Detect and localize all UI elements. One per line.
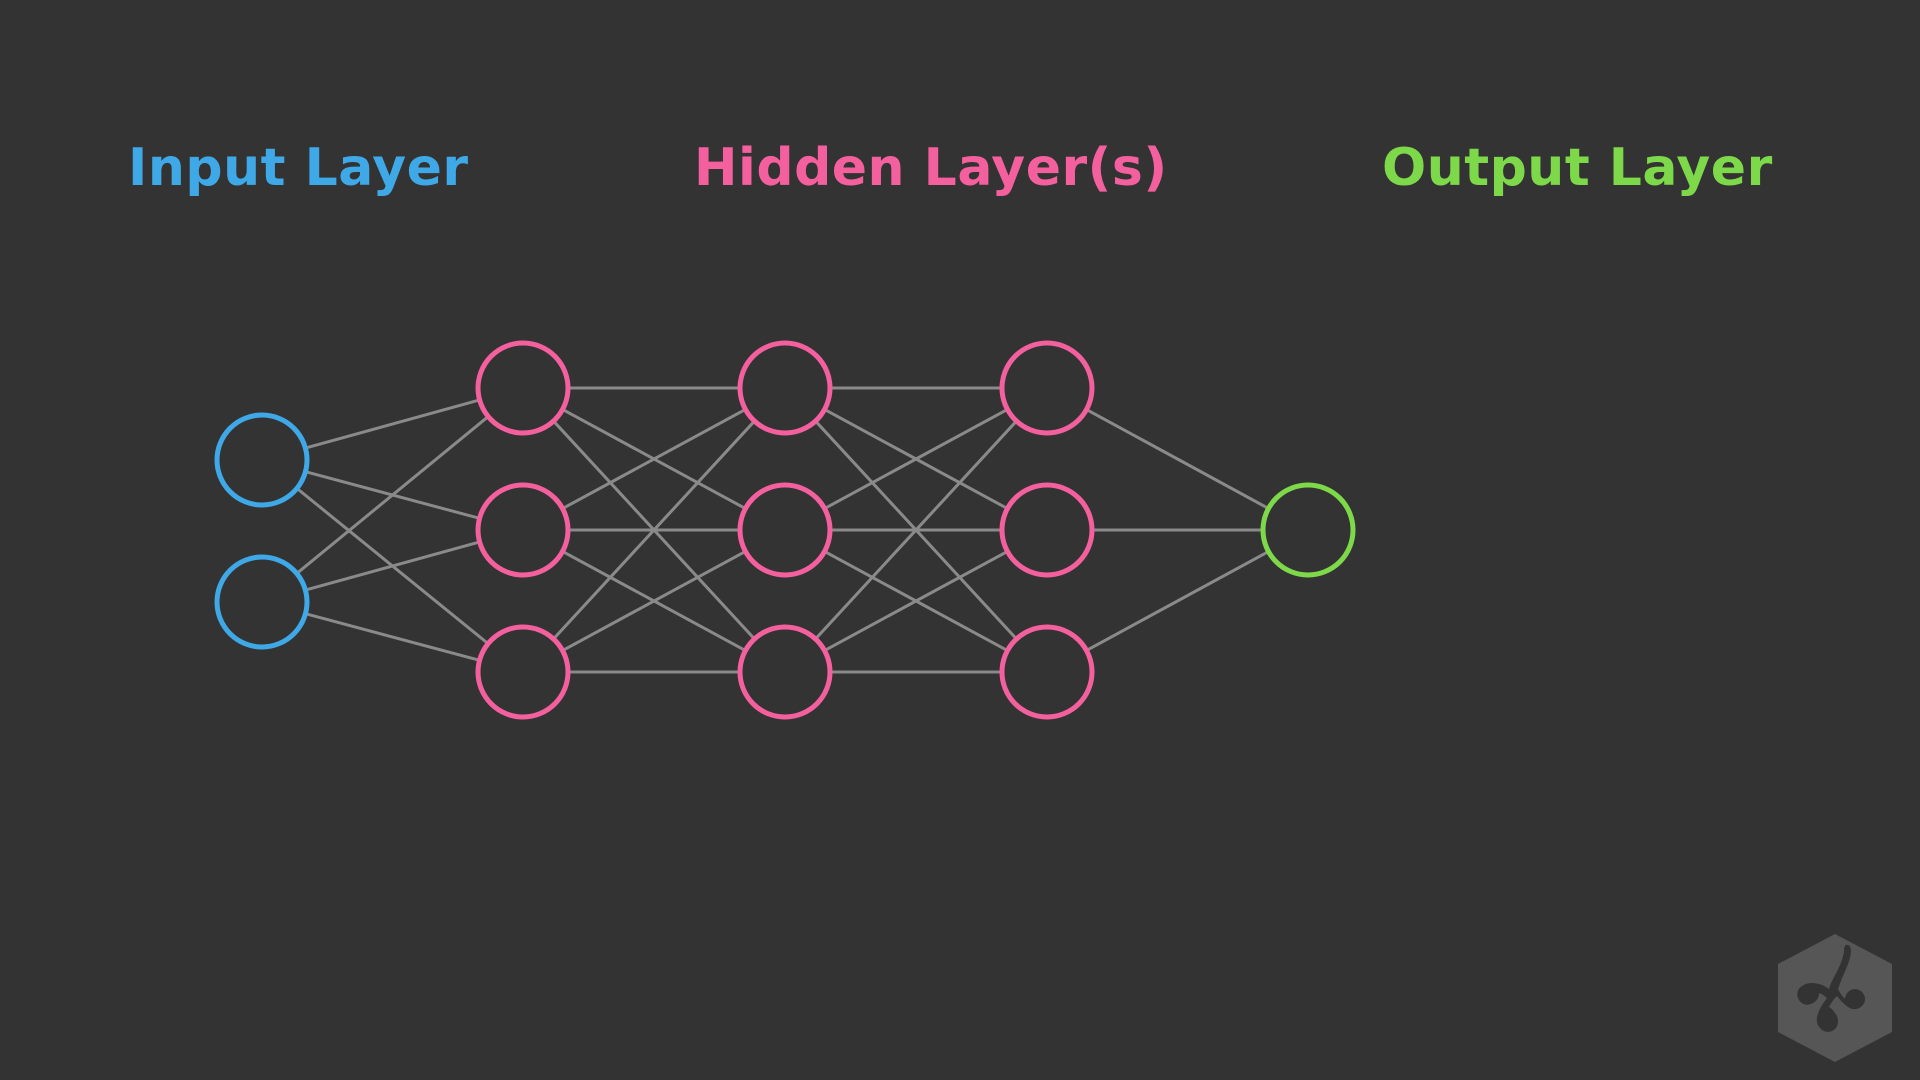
neuron-node-o1[interactable] [1260, 482, 1356, 578]
neuron-node-h1_1[interactable] [475, 340, 571, 436]
connections-group [295, 386, 1270, 674]
neuron-node-h2_2[interactable] [737, 482, 833, 578]
connection-edge [561, 549, 747, 653]
neuron-node-i2[interactable] [214, 554, 310, 650]
connection-edge [303, 612, 482, 662]
connection-edge [823, 407, 1009, 511]
neuron-node-h1_3[interactable] [475, 624, 571, 720]
connection-edge [303, 540, 482, 592]
connection-edge [823, 549, 1009, 653]
neuron-node-h3_3[interactable] [999, 624, 1095, 720]
connection-edge [303, 398, 482, 450]
neuron-node-i1[interactable] [214, 412, 310, 508]
connection-edge [814, 419, 1018, 641]
neuron-node-h2_3[interactable] [737, 624, 833, 720]
hexagon-neuron-logo-icon [1778, 934, 1892, 1062]
neuron-node-h3_2[interactable] [999, 482, 1095, 578]
neuron-node-h3_1[interactable] [999, 340, 1095, 436]
neuron-node-h1_2[interactable] [475, 482, 571, 578]
connection-edge [1085, 550, 1270, 652]
connection-edge [561, 407, 747, 511]
connection-edge [295, 415, 490, 575]
watermark-neuron-glyph [1797, 944, 1865, 1032]
neuron-node-h2_1[interactable] [737, 340, 833, 436]
connection-edge [552, 419, 756, 641]
connection-edge [1085, 408, 1270, 510]
nodes-group [214, 340, 1356, 720]
